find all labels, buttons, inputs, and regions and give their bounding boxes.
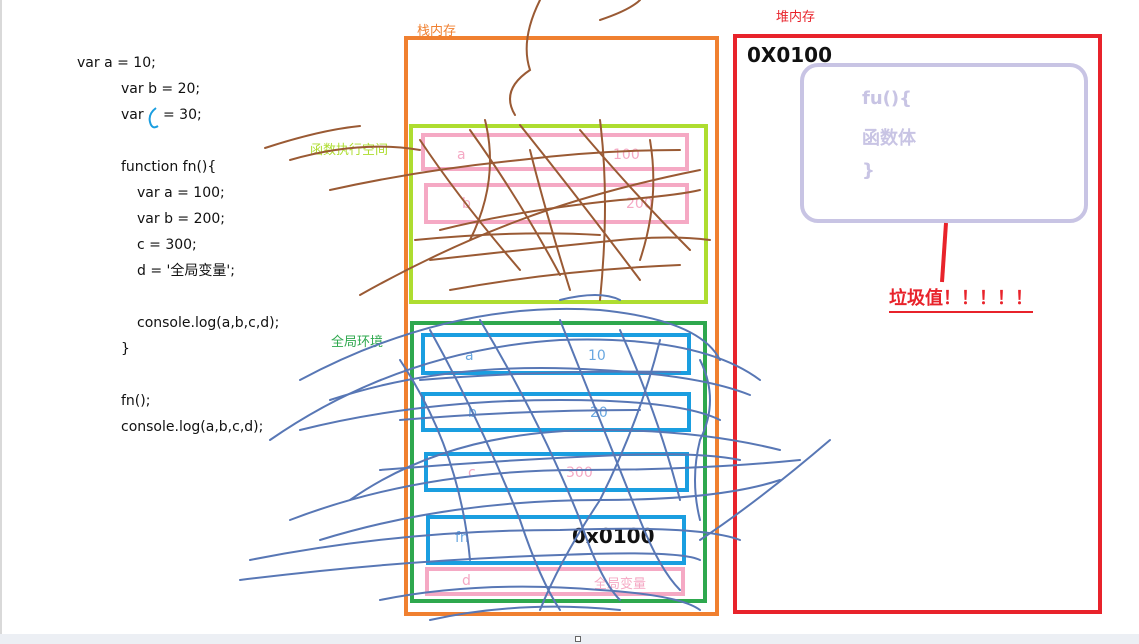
code-line: function fn(){ [121, 159, 217, 175]
global-cell-a [421, 333, 691, 375]
code-line: } [121, 341, 130, 357]
global-cell-d-value: 全局变量 [594, 577, 647, 592]
code-line: c = 300; [137, 237, 197, 253]
code-line: var a = 10; [77, 55, 156, 71]
code-line: console.log(a,b,c,d); [137, 315, 280, 331]
code-line: console.log(a,b,c,d); [121, 419, 264, 435]
global-cell-c-value: 300 [566, 465, 593, 481]
func-cell-a-name: a [457, 147, 466, 163]
heap-function-box [800, 63, 1088, 223]
global-cell-b-name: b [468, 405, 477, 421]
global-cell-fn-value: 0x0100 [572, 524, 655, 548]
global-cell-b-value: 20 [590, 405, 608, 421]
func-cell-b-value: 200 [626, 196, 653, 212]
global-cell-a-value: 10 [588, 348, 606, 364]
heap-func-line: fu(){ [862, 88, 912, 109]
heap-func-line: 函数体 [862, 128, 916, 149]
func-cell-a-value: 100 [613, 147, 640, 163]
code-line: var b = 200; [137, 211, 226, 227]
status-bar [0, 634, 1139, 644]
code-line: var b = 20; [121, 81, 201, 97]
global-cell-a-name: a [465, 348, 474, 364]
global-cell-c-name: c [468, 465, 476, 481]
func-space-title: 函数执行空间 [310, 143, 389, 158]
global-cell-fn-name: fn [455, 530, 469, 546]
global-cell-c [424, 452, 689, 492]
code-annotation-mark [148, 107, 159, 129]
window-left-edge [0, 0, 2, 644]
heap-memory-box [733, 34, 1102, 614]
heap-func-line: } [862, 160, 875, 181]
garbage-label: 垃圾值！！！！！ [889, 284, 1033, 313]
global-cell-d-name: d [462, 573, 471, 589]
stack-title: 栈内存 [417, 24, 457, 39]
code-line: var a = 100; [137, 185, 225, 201]
code-line: d = '全局变量'; [137, 263, 235, 279]
code-listing: var a = 10; var b = 20; var = 30; functi… [0, 0, 279, 435]
func-cell-b-name: b [462, 196, 471, 212]
global-env-title: 全局环境 [331, 335, 384, 350]
heap-title: 堆内存 [776, 10, 816, 25]
global-cell-b [421, 392, 691, 432]
code-line: fn(); [121, 393, 151, 409]
resize-handle[interactable] [575, 636, 581, 642]
code-line: var [121, 107, 149, 123]
code-line: = 30; [163, 107, 202, 123]
